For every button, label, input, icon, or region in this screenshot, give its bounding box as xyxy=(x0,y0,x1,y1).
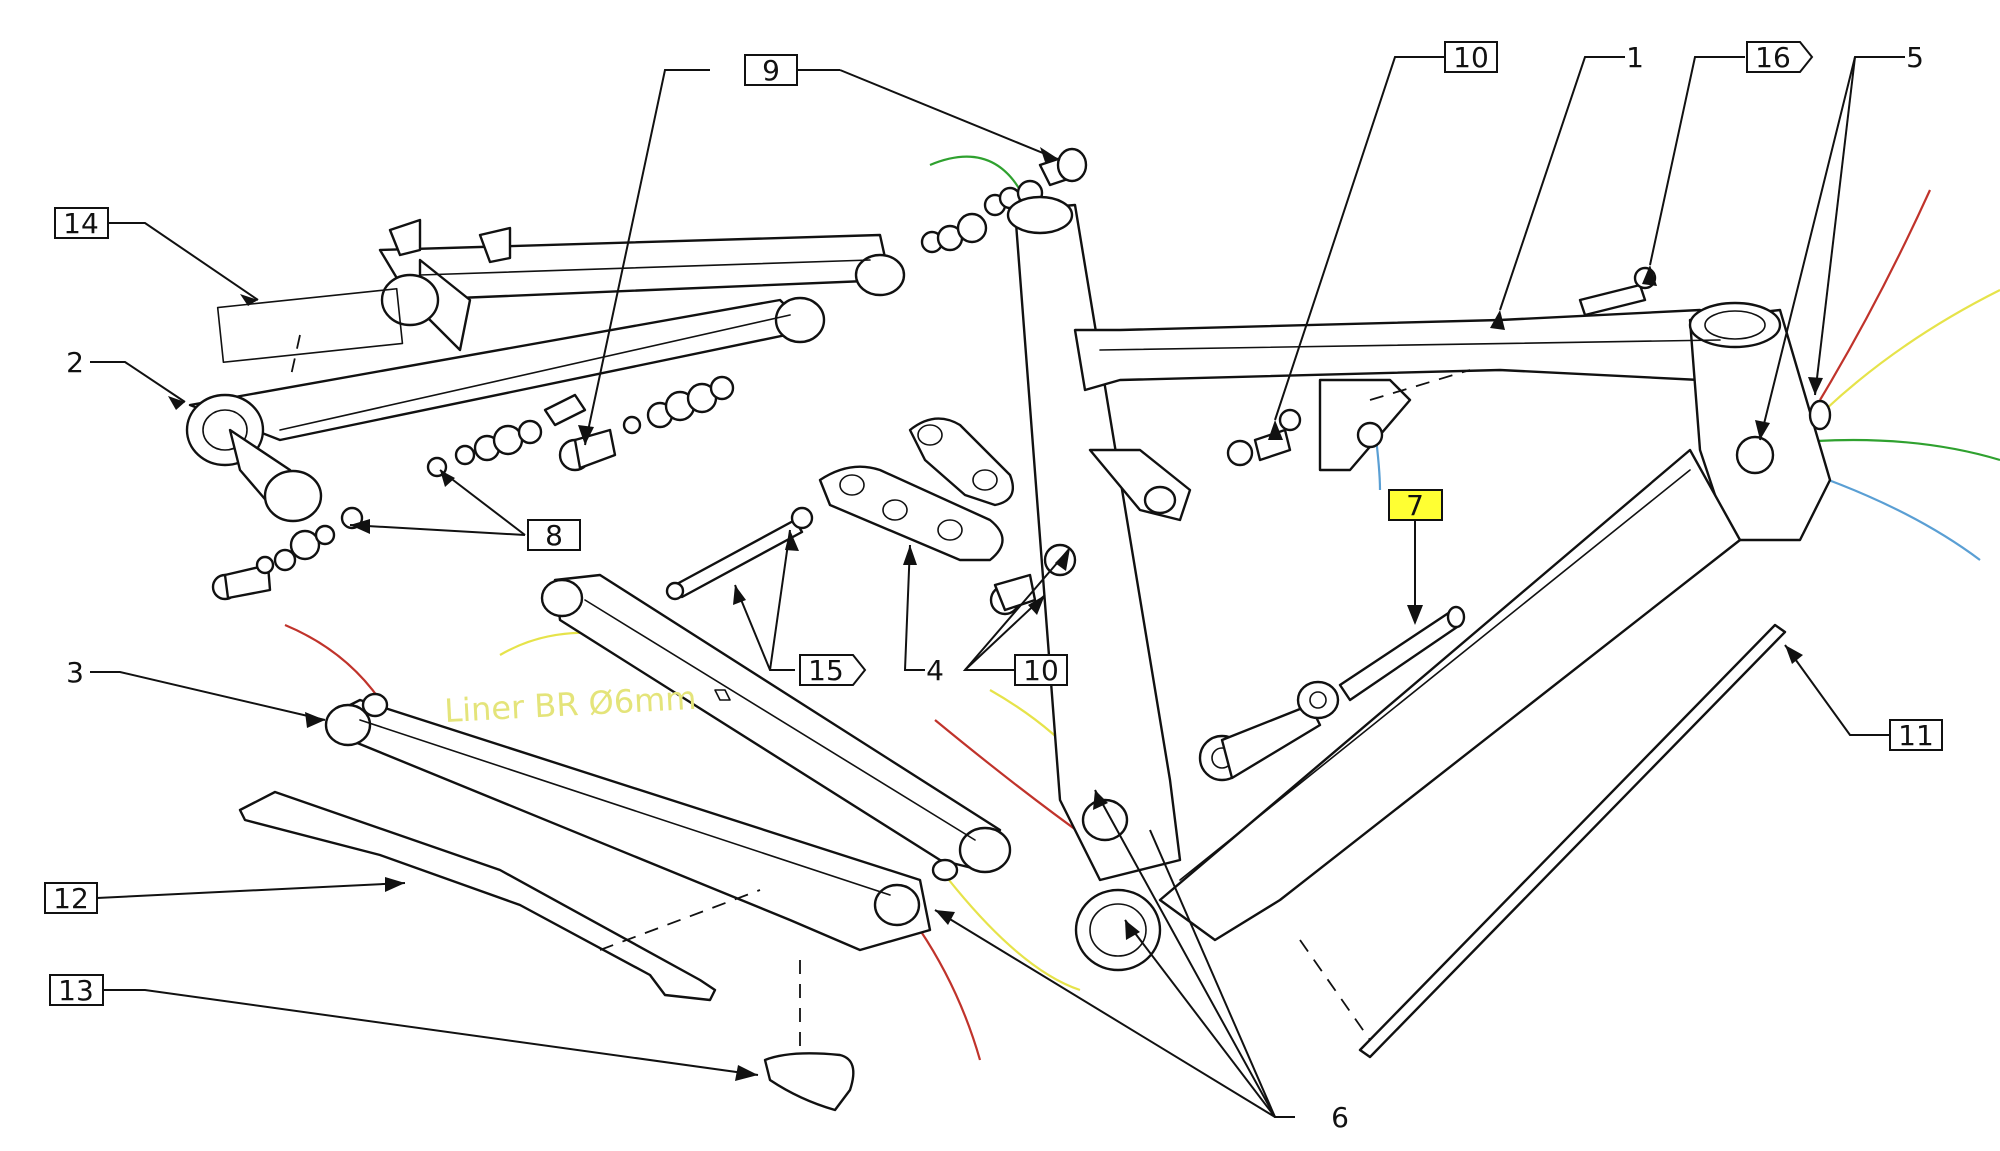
leader-arrowheads xyxy=(168,147,1823,1081)
hardware-frame-pivots xyxy=(989,266,1832,616)
callout-11: 11 xyxy=(1898,719,1934,752)
callout-10b-box xyxy=(1014,654,1068,686)
callout-13-box xyxy=(49,974,104,1006)
callout-10-top: 10 xyxy=(1453,41,1489,74)
callout-4: 4 xyxy=(926,654,944,687)
chainstay-protector-part xyxy=(238,790,717,1002)
main-pivot-assembly xyxy=(1198,605,1466,782)
callout-5: 5 xyxy=(1906,41,1924,74)
hardware-bearings-left xyxy=(211,375,735,601)
callout-6: 6 xyxy=(1331,1101,1349,1134)
sticker-part xyxy=(216,287,404,364)
callout-9: 9 xyxy=(762,54,780,87)
callout-14-box xyxy=(54,207,109,239)
rocker-link-part xyxy=(818,417,1015,562)
callout-3: 3 xyxy=(66,656,84,689)
callout-11-box xyxy=(1889,719,1943,751)
callout-10-bottom: 10 xyxy=(1023,654,1059,687)
callout-7-box xyxy=(1388,489,1443,521)
callout-16: 16 xyxy=(1755,41,1791,74)
pivot-axle-part xyxy=(665,506,814,601)
chain-stay-part xyxy=(324,573,1012,952)
callout-2: 2 xyxy=(66,346,84,379)
callout-1: 1 xyxy=(1626,41,1644,74)
callout-7: 7 xyxy=(1406,489,1424,522)
callout-15-box xyxy=(799,654,867,686)
callout-12-box xyxy=(44,882,98,914)
callout-14: 14 xyxy=(63,207,99,240)
callout-15: 15 xyxy=(808,654,844,687)
callout-8-box xyxy=(527,519,581,551)
guard-part xyxy=(763,1052,855,1112)
callout-labels: 9 14 2 8 3 12 13 15 4 10 10 1 16 5 xyxy=(44,41,1943,1134)
leader-lines xyxy=(90,56,1905,1118)
liner-annotation: Liner BR Ø6mm xyxy=(443,679,697,730)
callout-10a-box xyxy=(1444,41,1498,73)
downtube-protector-part xyxy=(1358,623,1787,1059)
callout-8: 8 xyxy=(545,519,563,552)
seat-stay-part xyxy=(185,218,906,523)
callout-16-box xyxy=(1746,41,1814,73)
callout-12: 12 xyxy=(53,882,89,915)
main-frame-part xyxy=(1006,195,1832,972)
callout-13: 13 xyxy=(58,974,94,1007)
